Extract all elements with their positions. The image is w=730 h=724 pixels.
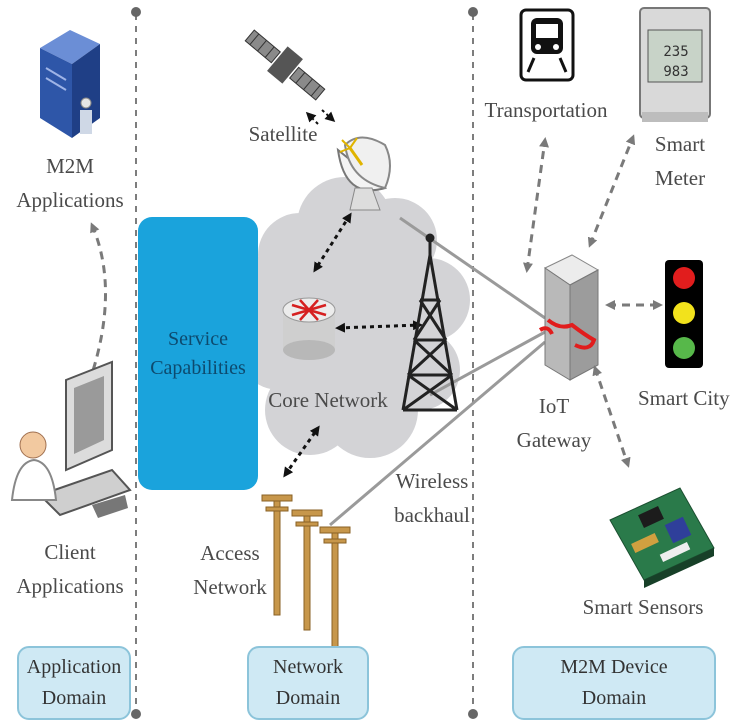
apps-client-link: [87, 222, 107, 383]
client-computer-icon: [38, 360, 132, 518]
dish-router-link: [313, 212, 352, 273]
access-router-link: [283, 425, 320, 478]
network-domain-line2: Domain: [275, 687, 341, 709]
application-domain-box: Application Domain: [17, 646, 131, 720]
client-applications-label: Client Applications: [16, 540, 124, 598]
smart-meter-icon: 235 983: [639, 7, 711, 122]
router-icon: [282, 297, 336, 360]
service-capabilities-box: Service Capabilities: [138, 217, 258, 490]
device-domain-line1: M2M Device: [560, 656, 668, 678]
smart-sensors-label: Smart Sensors: [582, 595, 704, 619]
core-network-label: Core Network: [268, 388, 388, 412]
satellite-label: Satellite: [248, 122, 318, 146]
iot-gateway-label: IoT Gateway: [516, 394, 592, 452]
satellite-dish-icon: [336, 136, 391, 211]
satellite-icon: [244, 29, 326, 101]
traffic-light-icon: [665, 260, 703, 368]
access-network-label: Access Network: [193, 541, 267, 599]
service-capabilities-line1: Service: [168, 327, 228, 350]
device-links: [523, 134, 663, 468]
iot-gateway-icon: [538, 254, 600, 381]
train-icon: [519, 8, 575, 82]
m2m-server-icon: [40, 30, 100, 138]
smart-sensors-icon: [609, 487, 715, 588]
network-domain-box: Network Domain: [247, 646, 369, 720]
client-user-icon: [10, 431, 58, 501]
application-domain-line2: Domain: [41, 687, 107, 709]
smart-meter-label: Smart Meter: [654, 132, 706, 190]
router-tower-link: [335, 320, 423, 333]
smart-city-label: Smart City: [638, 386, 730, 410]
domain-separator-left: [131, 7, 141, 719]
m2m-device-domain-box: M2M Device Domain: [512, 646, 716, 720]
backhaul-links: [329, 216, 546, 527]
device-domain-line2: Domain: [581, 687, 647, 709]
application-domain-line1: Application: [26, 656, 122, 678]
network-domain-line1: Network: [273, 656, 343, 678]
wireless-tower-icon: [401, 233, 459, 412]
meter-reading-1: 235: [663, 44, 688, 60]
wireless-backhaul-label: Wireless backhaul: [394, 469, 470, 527]
m2m-applications-label: M2M Applications: [16, 154, 124, 212]
transportation-label: Transportation: [484, 98, 608, 122]
domain-separator-right: [468, 7, 478, 719]
service-capabilities-line2: Capabilities: [150, 356, 246, 379]
meter-reading-2: 983: [663, 64, 688, 80]
access-network-poles-icon: [261, 494, 351, 648]
satellite-signal-arrows: [305, 109, 336, 125]
